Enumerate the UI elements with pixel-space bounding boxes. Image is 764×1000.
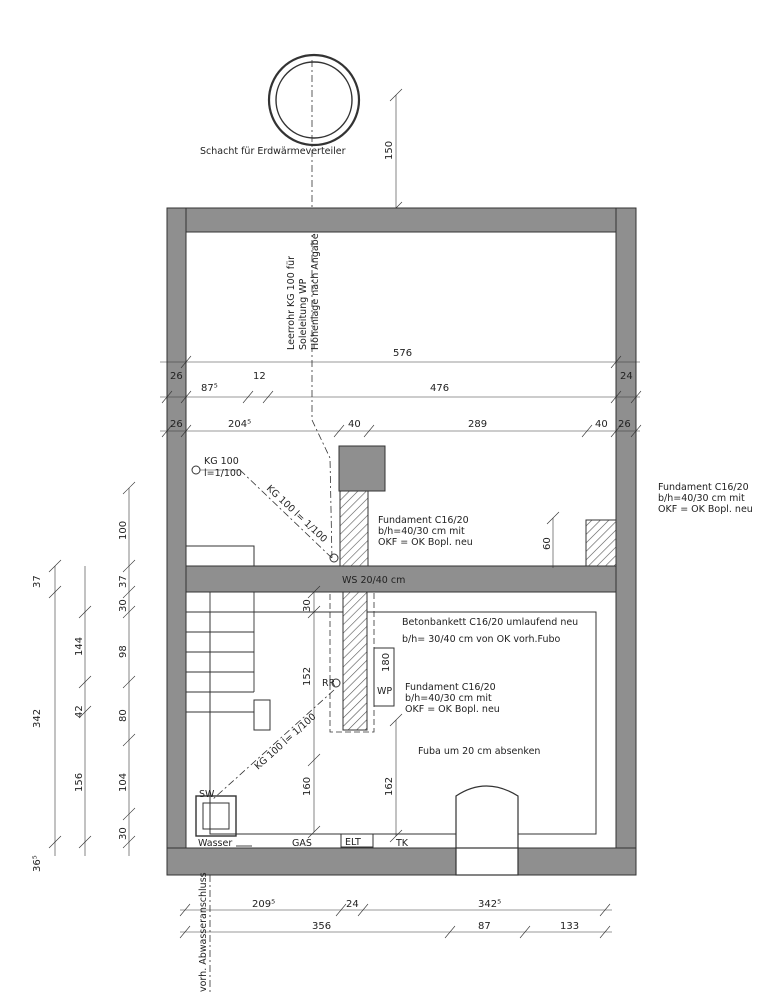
dim-204: 204⁵ [228,419,251,430]
fund1-line1: Fundament C16/20 [378,515,469,526]
kg100-top-slope: l=1/100 [204,468,242,479]
foundation-right [585,519,617,567]
dim-150-label: 150 [384,141,395,160]
b-342: 342⁵ [478,899,501,910]
horizontal-dims [160,355,642,438]
fund3-line3: OKF = OK Bopl. neu [405,704,500,715]
v-100: 100 [118,521,129,540]
dim-26a: 26 [170,371,183,382]
rr-label: RR [322,678,336,689]
wp-label: WP [377,686,392,697]
shaft-circle [267,53,361,147]
fund2-line2: b/h=40/30 cm mit [658,493,745,504]
v-144: 144 [74,637,85,656]
v-36: 36⁵ [32,855,43,872]
v-30b: 30 [118,827,129,840]
fund1-line3: OKF = OK Bopl. neu [378,537,473,548]
v-104: 104 [118,773,129,792]
kg-pipe-diag-lower [211,689,335,801]
v-342: 342 [32,709,43,728]
dim-12: 12 [253,371,266,382]
b-24: 24 [346,899,359,910]
b-87: 87 [478,921,491,932]
dim-24a: 24 [620,371,633,382]
dim-26b: 26 [170,419,183,430]
dim-60: 60 [542,537,553,550]
b-209: 209⁵ [252,899,275,910]
foundation-upper [339,490,369,567]
fuba-label: Fuba um 20 cm absenken [418,746,540,757]
tk-label: TK [395,838,409,849]
shaft-label: Schacht für Erdwärmeverteiler [200,146,346,157]
dim-576: 576 [393,348,412,359]
rr-point [331,678,341,688]
wasser-label: Wasser [198,838,232,849]
bankett-outline [209,611,597,835]
kg100-diag-lower: KG 100 l= 1/100 [253,711,319,772]
b-356: 356 [312,921,331,932]
pillar [338,445,386,492]
utility-box-inner [202,802,230,830]
elt-label: ELT [345,837,361,848]
dim-289: 289 [468,419,487,430]
fund3-line1: Fundament C16/20 [405,682,496,693]
internal-vdims [307,585,403,843]
elt-box [340,833,374,848]
ws-label: WS 20/40 cm [342,575,405,586]
fund2-line3: OKF = OK Bopl. neu [658,504,753,515]
wp-box [373,647,395,707]
drain-point-top [191,465,201,475]
dim-160: 160 [302,777,313,796]
sw-label: SW [199,789,215,800]
v-30: 30 [118,599,129,612]
foundation-lower [342,591,368,731]
conduit-label-2: Soleleitung WP [298,278,309,350]
dim-476: 476 [430,383,449,394]
dim-87: 87⁵ [201,383,218,394]
dim-40b: 40 [595,419,608,430]
abwasser-label: vorh. Abwasseranschluss [198,872,209,992]
dim-180: 180 [381,653,392,672]
dim-26c: 26 [618,419,631,430]
fund3-line2: b/h=40/30 cm mit [405,693,492,704]
kg100-top: KG 100 [204,456,239,467]
heater-shape [455,785,519,848]
walls [166,207,637,876]
v-37a: 37 [118,575,129,588]
dim-162: 162 [384,777,395,796]
kg-pipe-diag-upper [239,469,335,561]
heater-base [455,847,519,876]
v-156: 156 [74,773,85,792]
dim-152: 152 [302,667,313,686]
conduit-line [311,60,333,561]
kg100-diag-upper: KG 100 l= 1/100 [264,483,329,545]
b-133: 133 [560,921,579,932]
dim-40a: 40 [348,419,361,430]
bank-line2: b/h= 30/40 cm von OK vorh.Fubo [402,634,561,645]
v-37b: 37 [32,575,43,588]
v-42: 42 [74,705,85,718]
gas-label: GAS [292,838,312,849]
utility-box [195,795,237,837]
dim-60-line [546,511,560,568]
left-vdims [48,481,136,856]
conduit-label-3: Höhenlage nach Angabe [310,233,321,350]
v-98: 98 [118,645,129,658]
bank-line1: Betonbankett C16/20 umlaufend neu [402,617,578,628]
bottom-hdims [179,903,612,939]
fund2-line1: Fundament C16/20 [658,482,749,493]
fund1-line2: b/h=40/30 cm mit [378,526,465,537]
dim-30a: 30 [302,599,313,612]
v-80: 80 [118,709,129,722]
pipe-joint [329,553,339,563]
conduit-label-1: Leerrohr KG 100 für [286,256,297,350]
